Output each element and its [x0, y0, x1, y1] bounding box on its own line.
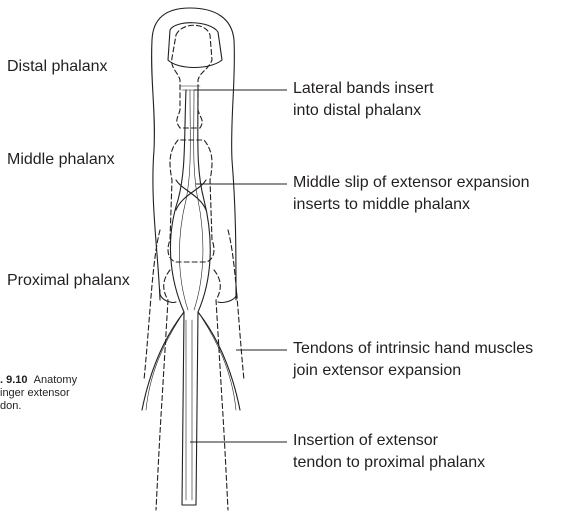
caption-line2: inger extensor [0, 387, 77, 400]
intrinsic-tendons [142, 312, 240, 410]
distal-phalanx-bone [172, 25, 212, 128]
label-middle-phalanx: Middle phalanx [7, 149, 115, 171]
label-distal-phalanx: Distal phalanx [7, 56, 108, 78]
callout-intrinsic-tendons: Tendons of intrinsic hand muscles join e… [293, 338, 533, 382]
callout-insertion-line1: Insertion of extensor [293, 430, 485, 452]
callout-intrinsic-tendons-line1: Tendons of intrinsic hand muscles [293, 338, 533, 360]
callout-insertion-line2: tendon to proximal phalanx [293, 452, 485, 474]
caption-number: . 9.10 [0, 374, 28, 386]
callout-lateral-bands: Lateral bands insert into distal phalanx [293, 78, 434, 122]
callout-middle-slip: Middle slip of extensor expansion insert… [293, 172, 530, 216]
middle-phalanx-bone [168, 140, 214, 262]
caption-line1-text: Anatomy [34, 374, 77, 386]
callout-intrinsic-tendons-line2: join extensor expansion [293, 360, 533, 382]
figure-caption: . 9.10 Anatomy inger extensor don. [0, 374, 77, 413]
central-tendon [182, 312, 198, 505]
callout-lateral-bands-line1: Lateral bands insert [293, 78, 434, 100]
nail-outline [168, 23, 222, 68]
label-proximal-phalanx: Proximal phalanx [7, 270, 130, 292]
callout-middle-slip-line1: Middle slip of extensor expansion [293, 172, 530, 194]
caption-line1: . 9.10 Anatomy [0, 374, 77, 387]
callout-middle-slip-line2: inserts to middle phalanx [293, 194, 530, 216]
callout-lateral-bands-line2: into distal phalanx [293, 100, 434, 122]
callout-insertion: Insertion of extensor tendon to proximal… [293, 430, 485, 474]
caption-line3: don. [0, 400, 77, 413]
